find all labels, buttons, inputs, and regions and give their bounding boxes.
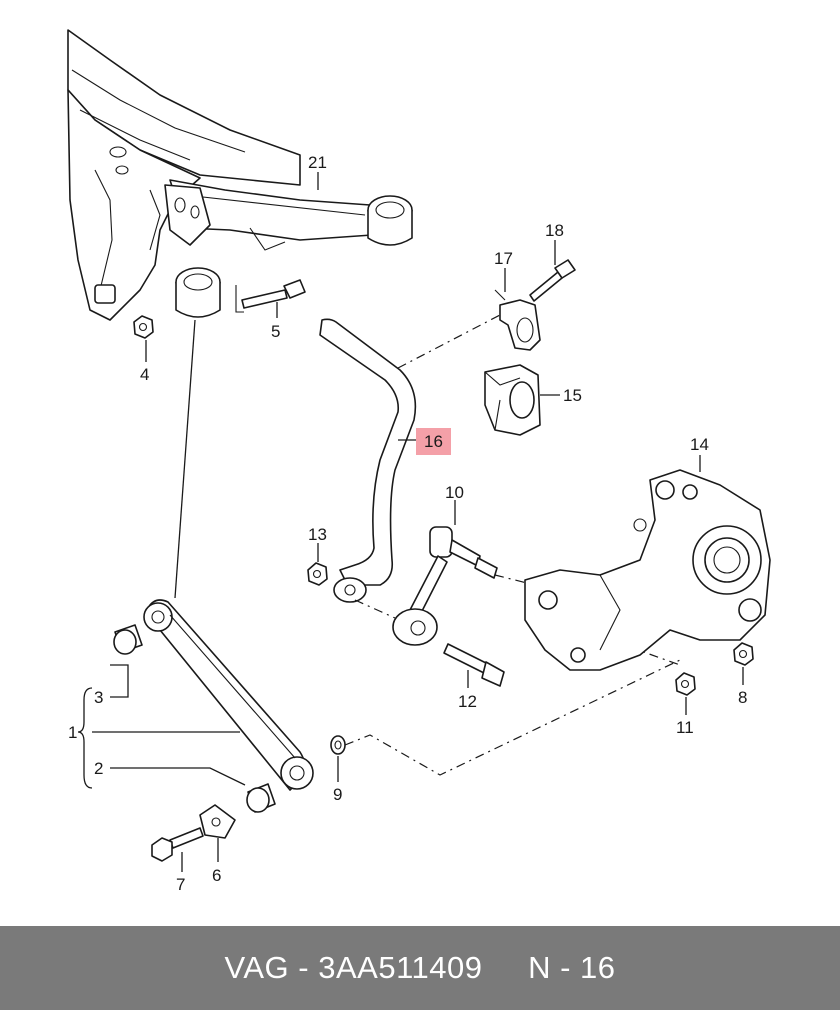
part-8-nut — [733, 642, 754, 666]
part-3-bushing — [113, 624, 143, 655]
callout-10: 10 — [445, 483, 464, 502]
part-15-bushing — [484, 364, 541, 436]
callout-12: 12 — [458, 692, 477, 711]
part-2-bushing — [246, 783, 276, 813]
part-14-wheel-carrier — [524, 469, 771, 671]
part-9-washer — [330, 735, 346, 755]
callout-18: 18 — [545, 221, 564, 240]
part-12-bolt — [443, 643, 505, 687]
part-17-clamp — [494, 289, 541, 351]
alignment-line-arm-to-knuckle — [344, 659, 681, 776]
rear-suspension-exploded-diagram: 21 5 4 17 18 15 16 10 13 14 12 11 8 9 6 … — [67, 29, 771, 894]
callout-21: 21 — [308, 153, 327, 172]
part-7-bolt — [151, 827, 204, 862]
callout-11: 11 — [676, 718, 694, 737]
part-11-nut — [675, 672, 696, 696]
part-5-bolt — [235, 279, 306, 313]
callout-14: 14 — [690, 435, 709, 454]
callout-17: 17 — [494, 249, 513, 268]
part-1-lower-arm — [143, 599, 314, 791]
callout-16: 16 — [424, 432, 443, 451]
part-6-eccentric-washer — [199, 804, 236, 839]
callout-leaders — [77, 172, 744, 872]
callout-13: 13 — [308, 525, 327, 544]
footer-page-ref: N - 16 — [528, 950, 616, 985]
alignment-line-link-to-knuckle — [494, 574, 536, 586]
part-16-highlight — [416, 428, 451, 455]
footer-separator: - — [289, 950, 319, 985]
callout-1: 1 — [68, 723, 77, 742]
part-number-footer: VAG - 3AA511409 N - 16 — [0, 926, 840, 1010]
callout-4: 4 — [140, 365, 149, 384]
callout-8: 8 — [738, 688, 747, 707]
part-16-stabilizer-bar — [319, 318, 417, 603]
alignment-line-bar-to-link — [354, 599, 396, 619]
footer-brand: VAG — [224, 950, 290, 985]
leader-subframe-to-arm — [174, 319, 196, 599]
footer-part-number: 3AA511409 — [318, 950, 483, 985]
callout-5: 5 — [271, 322, 280, 341]
callout-3: 3 — [94, 688, 103, 707]
callout-9: 9 — [333, 785, 342, 804]
alignment-line-bar-to-clamp — [397, 314, 501, 369]
callout-15: 15 — [563, 386, 582, 405]
callout-2: 2 — [94, 759, 103, 778]
part-18-bolt — [529, 259, 576, 302]
part-10-coupling-link — [392, 526, 498, 646]
part-4-nut — [133, 315, 154, 339]
callout-7: 7 — [176, 875, 185, 894]
part-13-nut — [307, 562, 328, 586]
callout-6: 6 — [212, 866, 221, 885]
footer-gap — [482, 950, 528, 986]
rear-subframe — [67, 29, 301, 321]
part-21-upper-arm — [164, 179, 413, 318]
